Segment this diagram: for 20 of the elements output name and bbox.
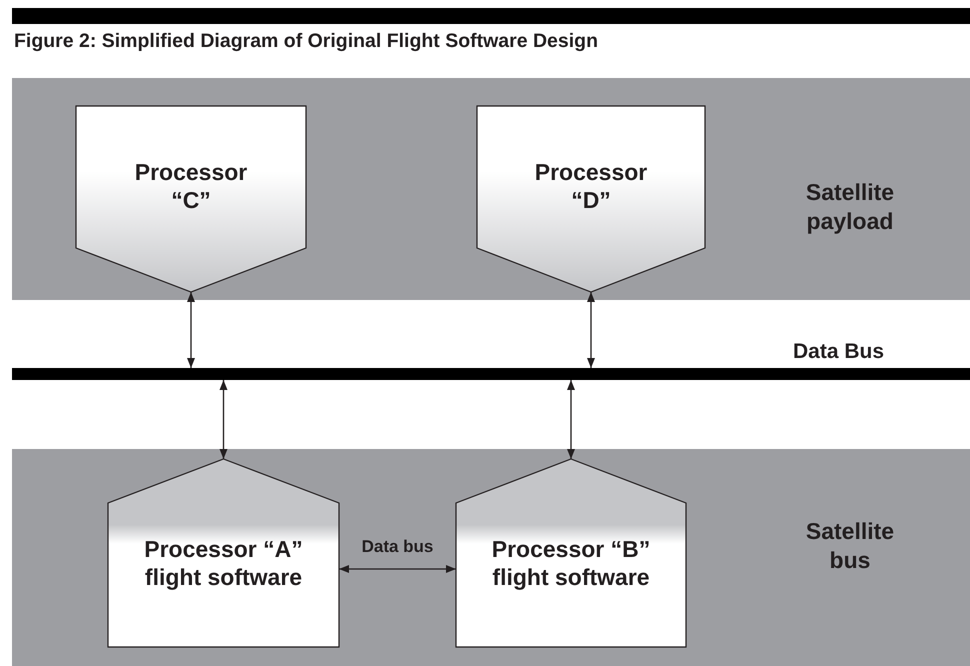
bus-label: Data Bus (793, 340, 884, 364)
double-arrow (187, 292, 195, 368)
processor-label: Processor “D” (534, 158, 648, 214)
figure-title: Figure 2: Simplified Diagram of Original Flight Software Design (14, 30, 598, 53)
double-arrow (587, 292, 595, 368)
edge-label: Data bus (360, 536, 434, 557)
processor-label: Processor “A” flight software (143, 535, 304, 591)
double-arrow (339, 564, 456, 573)
processor-shape (108, 459, 339, 647)
processor-shape (477, 106, 705, 292)
double-arrow (567, 380, 575, 459)
section-band (12, 78, 970, 300)
section-band (12, 449, 970, 666)
section-label: Satellite payload (804, 178, 896, 236)
processor-label: Processor “C” (134, 158, 248, 214)
processor-shape (456, 459, 686, 647)
double-arrow (220, 380, 228, 459)
section-label: Satellite bus (804, 517, 896, 575)
processor-label: Processor “B” flight software (490, 535, 652, 591)
processor-shape (76, 106, 306, 292)
